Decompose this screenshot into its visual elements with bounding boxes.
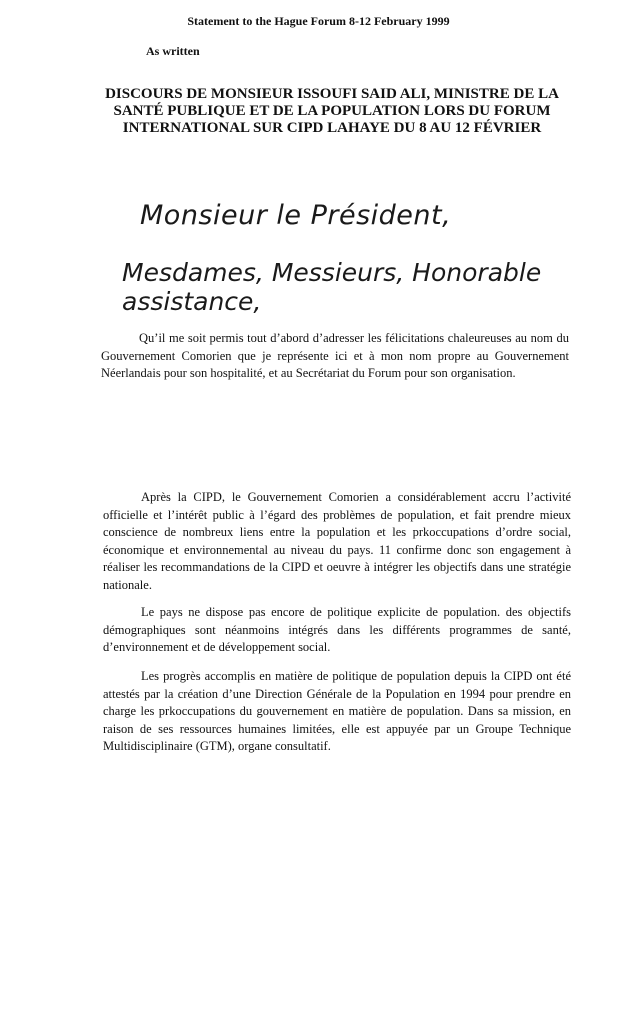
speech-title: DISCOURS DE MONSIEUR ISSOUFI SAID ALI, M… [105, 86, 559, 136]
paragraph-1: Qu’il me soit permis tout d’abord d’adre… [101, 331, 569, 380]
as-written-label: As written [146, 44, 200, 58]
handwritten-salutation-line-2: Mesdames, Messieurs, Honorable assistanc… [122, 258, 542, 316]
statement-header: Statement to the Hague Forum 8-12 Februa… [187, 14, 450, 28]
paragraph-4: Les progrès accomplis en matière de poli… [103, 669, 571, 753]
handwritten-salutation-line-1: Monsieur le Président, [140, 200, 452, 231]
paragraph-2: Après la CIPD, le Gouvernement Comorien … [103, 490, 571, 592]
paragraph-3: Le pays ne dispose pas encore de politiq… [103, 605, 571, 654]
